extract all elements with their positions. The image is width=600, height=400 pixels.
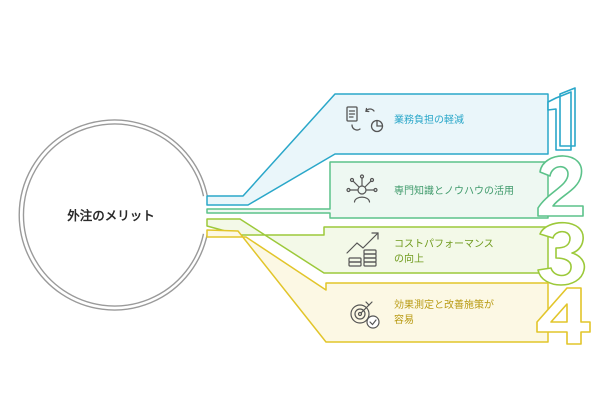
benefit-item-3: コストパフォーマンス の向上 3 xyxy=(206,218,586,286)
benefit-label-4: 効果測定と改善施策が 容易 xyxy=(394,298,497,326)
benefit-item-2: 専門知識とノウハウの活用 2 xyxy=(206,155,584,219)
target-check-icon xyxy=(350,301,380,329)
coins-growth-icon xyxy=(346,232,379,267)
benefit-item-4: 効果測定と改善施策が 容易 4 xyxy=(206,229,591,345)
benefit-label-3: コストパフォーマンス の向上 xyxy=(394,238,497,265)
document-chart-icon xyxy=(346,106,384,133)
benefit-label-3-line-2: の向上 xyxy=(394,252,424,265)
benefit-label-4-line-2: 容易 xyxy=(394,313,414,326)
benefit-label-4-line-1: 効果測定と改善施策が xyxy=(394,298,494,311)
benefit-band-4 xyxy=(206,229,549,343)
benefit-item-1: 業務負担の軽減 1 xyxy=(206,87,576,206)
benefit-number-1 xyxy=(547,87,576,151)
center-circle xyxy=(18,119,209,311)
benefit-label-1-line-1: 業務負担の軽減 xyxy=(394,113,464,126)
benefit-number-4 xyxy=(536,287,591,345)
benefit-number-3 xyxy=(537,221,586,286)
benefit-label-2-line-1: 専門知識とノウハウの活用 xyxy=(394,184,514,197)
benefit-band-1 xyxy=(206,93,549,206)
benefit-label-1: 業務負担の軽減 xyxy=(394,113,464,126)
benefit-label-2: 専門知識とノウハウの活用 xyxy=(394,184,514,197)
benefit-label-3-line-1: コストパフォーマンス xyxy=(394,238,494,250)
expert-network-icon xyxy=(346,174,378,203)
benefit-number-2 xyxy=(537,155,584,217)
center-label: 外注のメリット xyxy=(66,208,155,223)
